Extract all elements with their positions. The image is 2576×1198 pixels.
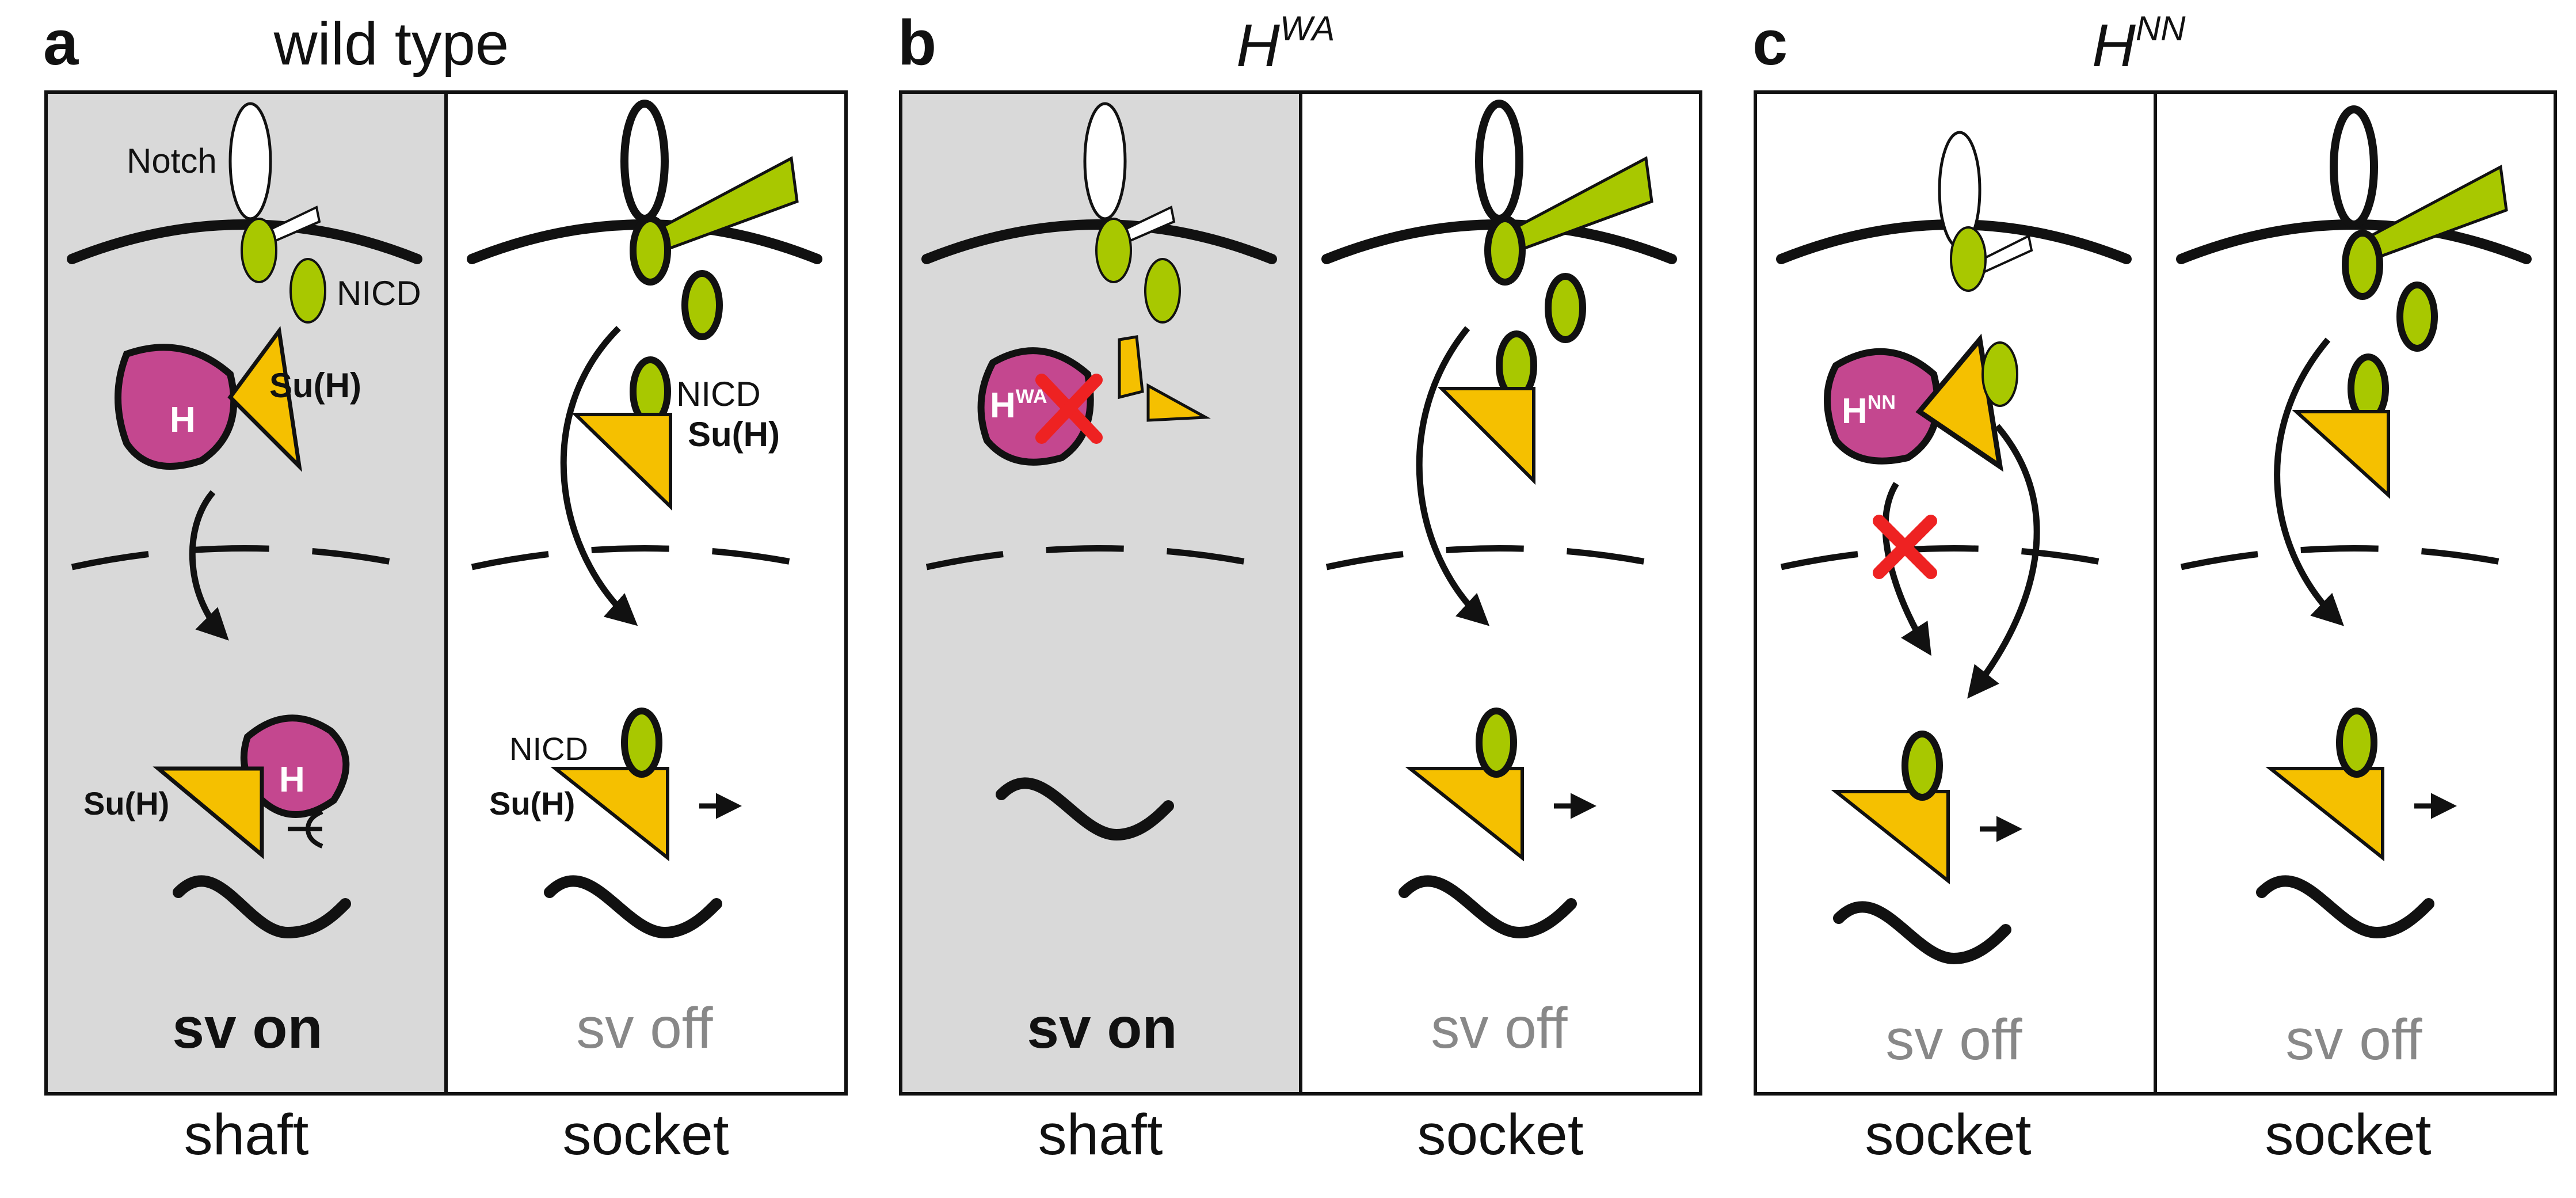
hairless-label-nucleus: H bbox=[279, 760, 305, 800]
suh-protein bbox=[571, 413, 672, 511]
hairless-protein bbox=[115, 344, 238, 470]
nicd-free bbox=[1981, 341, 2018, 407]
nicd-bound bbox=[1950, 226, 1987, 292]
translocation-arrow bbox=[2274, 337, 2344, 626]
nicd-free bbox=[289, 258, 326, 324]
cell-socket-hnn: HNN sv off bbox=[1754, 90, 2157, 1096]
cell-type-label: socket bbox=[2265, 1102, 2431, 1167]
dna-strand bbox=[173, 875, 351, 939]
binding-blocked-cross-icon bbox=[1035, 374, 1103, 444]
cell-type-label: socket bbox=[1865, 1102, 2031, 1167]
panel-letter: c bbox=[1752, 7, 1788, 78]
cell-socket: sv off bbox=[2154, 90, 2557, 1096]
cell-socket: sv off bbox=[1299, 90, 1702, 1096]
dissociated-suh-protein bbox=[1118, 335, 1211, 422]
nicd-bound bbox=[1095, 218, 1132, 283]
nicd-free bbox=[681, 270, 723, 340]
panel-c: c HNN HNN sv off socket bbox=[1752, 7, 2557, 1167]
cell-type-label: socket bbox=[1417, 1102, 1583, 1167]
nicd-label-nucleus: NICD bbox=[509, 731, 588, 767]
suh-protein-nucleus bbox=[153, 766, 264, 859]
cell-type-label: socket bbox=[562, 1102, 729, 1167]
suh-label: Su(H) bbox=[269, 366, 361, 405]
nicd-bound bbox=[1484, 215, 1526, 286]
suh-label: Su(H) bbox=[688, 415, 780, 454]
nicd-bound bbox=[241, 218, 277, 283]
suh-protein bbox=[2292, 410, 2390, 499]
suh-protein bbox=[1437, 387, 1535, 485]
notch-receptor bbox=[1475, 100, 1523, 223]
blocked-cross-icon bbox=[1873, 515, 1937, 579]
panel-b: b HWA HWA sv on shaft bbox=[898, 7, 1702, 1167]
nicd-label: NICD bbox=[337, 274, 421, 313]
cell-shaft: HWA sv on bbox=[899, 90, 1302, 1096]
panel-title: HNN bbox=[2092, 9, 2186, 79]
panel-letter: a bbox=[43, 7, 79, 78]
nicd-free bbox=[1144, 258, 1181, 324]
hairless-label: HNN bbox=[1842, 391, 1896, 431]
cell-shaft: Notch NICD H Su(H) H Su(H) sv on bbox=[44, 90, 448, 1096]
hairless-label: H bbox=[170, 400, 196, 440]
translocation-arrow bbox=[189, 490, 229, 641]
suh-label-nucleus: Su(H) bbox=[489, 785, 575, 822]
notch-receptor bbox=[620, 100, 669, 223]
dna-strand bbox=[996, 777, 1174, 841]
sv-state: sv off bbox=[1431, 996, 1567, 1060]
notch-label: Notch bbox=[127, 142, 217, 180]
hairless-nn-protein bbox=[1824, 348, 1941, 465]
nicd-label: NICD bbox=[676, 375, 761, 413]
cell-socket: NICD Su(H) NICD Su(H) sv off bbox=[444, 90, 848, 1096]
sv-state: sv off bbox=[2285, 1007, 2422, 1072]
notch-receptor bbox=[2330, 105, 2378, 229]
nicd-bound bbox=[2342, 230, 2383, 300]
blocked-arrow bbox=[1882, 482, 1931, 656]
panel-title: HWA bbox=[1236, 9, 1335, 79]
nicd-free bbox=[2396, 282, 2438, 352]
notch-receptor bbox=[228, 102, 272, 220]
cell-type-label: shaft bbox=[184, 1102, 309, 1167]
cell-type-label: shaft bbox=[1038, 1102, 1163, 1167]
translocation-arrow bbox=[560, 326, 638, 626]
hairless-wa-protein bbox=[977, 347, 1094, 466]
translocation-arrow bbox=[1416, 326, 1490, 626]
panel-title: wild type bbox=[273, 10, 509, 78]
nicd-bound bbox=[630, 215, 671, 286]
notch-receptor bbox=[1083, 102, 1127, 220]
panel-a: a wild type Notch NICD H Su(H) H Su(H) s… bbox=[43, 7, 848, 1167]
sv-state: sv off bbox=[1885, 1007, 2022, 1072]
sv-state: sv on bbox=[1027, 996, 1177, 1060]
suh-label-nucleus: Su(H) bbox=[83, 785, 169, 822]
repressed-promoter bbox=[288, 809, 323, 849]
sv-state: sv off bbox=[576, 996, 712, 1060]
nicd-free bbox=[1545, 273, 1586, 343]
suh-protein bbox=[227, 326, 303, 472]
translocation-arrow bbox=[1967, 424, 2040, 699]
sv-state: sv on bbox=[172, 996, 322, 1060]
panel-letter: b bbox=[898, 7, 936, 78]
suh-protein bbox=[1915, 333, 2004, 472]
